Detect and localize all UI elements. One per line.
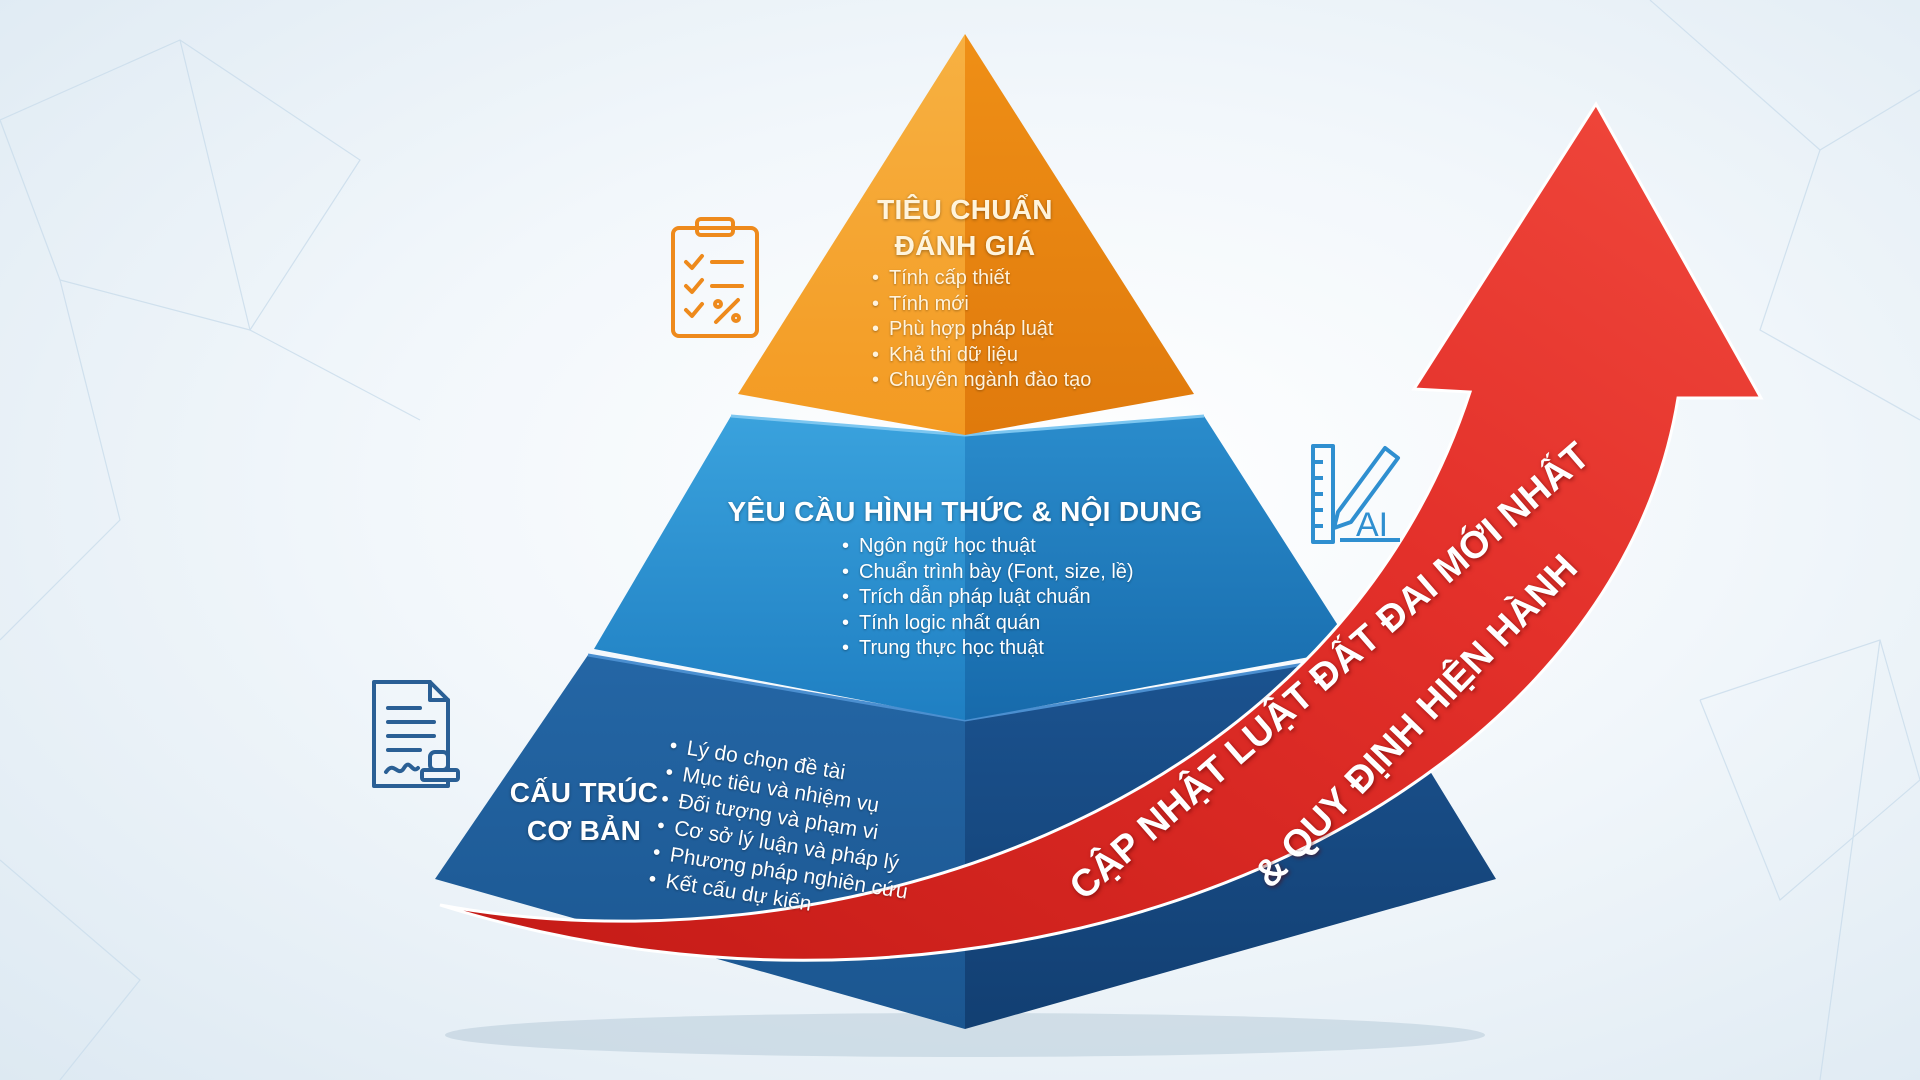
list-item: Tính logic nhất quán	[842, 611, 1134, 637]
pyramid-shadow	[445, 1013, 1485, 1057]
list-item: Phù hợp pháp luật	[872, 317, 1091, 343]
list-item: Khả thi dữ liệu	[872, 343, 1091, 369]
ai-label: AI	[1356, 506, 1388, 544]
list-item: Trung thực học thuật	[842, 636, 1134, 662]
middle-layer-list: Ngôn ngữ học thuật Chuẩn trình bày (Font…	[842, 534, 1134, 662]
ruler-pencil-ai-icon	[1311, 444, 1400, 544]
clipboard-checklist-icon	[671, 217, 759, 338]
list-item: Tính cấp thiết	[872, 266, 1091, 292]
bottom-title-line1: CẤU TRÚC	[509, 777, 659, 808]
top-title-line2: ĐÁNH GIÁ	[894, 230, 1036, 261]
top-layer-list: Tính cấp thiết Tính mới Phù hợp pháp luậ…	[872, 266, 1091, 394]
list-item: Chuyên ngành đào tạo	[872, 368, 1091, 394]
top-title-line1: TIÊU CHUẨN	[877, 194, 1053, 225]
list-item: Trích dẫn pháp luật chuẩn	[842, 585, 1134, 611]
list-item: Tính mới	[872, 292, 1091, 318]
document-stamp-icon	[372, 680, 460, 788]
middle-layer-title: YÊU CẦU HÌNH THỨC & NỘI DUNG	[727, 496, 1203, 527]
bottom-layer-title: CẤU TRÚC CƠ BẢN	[484, 774, 684, 850]
list-item: Chuẩn trình bày (Font, size, lề)	[842, 560, 1134, 586]
bottom-title-line2: CƠ BẢN	[526, 815, 642, 846]
list-item: Ngôn ngữ học thuật	[842, 534, 1134, 560]
top-layer-title: TIÊU CHUẨN ĐÁNH GIÁ	[815, 192, 1115, 264]
